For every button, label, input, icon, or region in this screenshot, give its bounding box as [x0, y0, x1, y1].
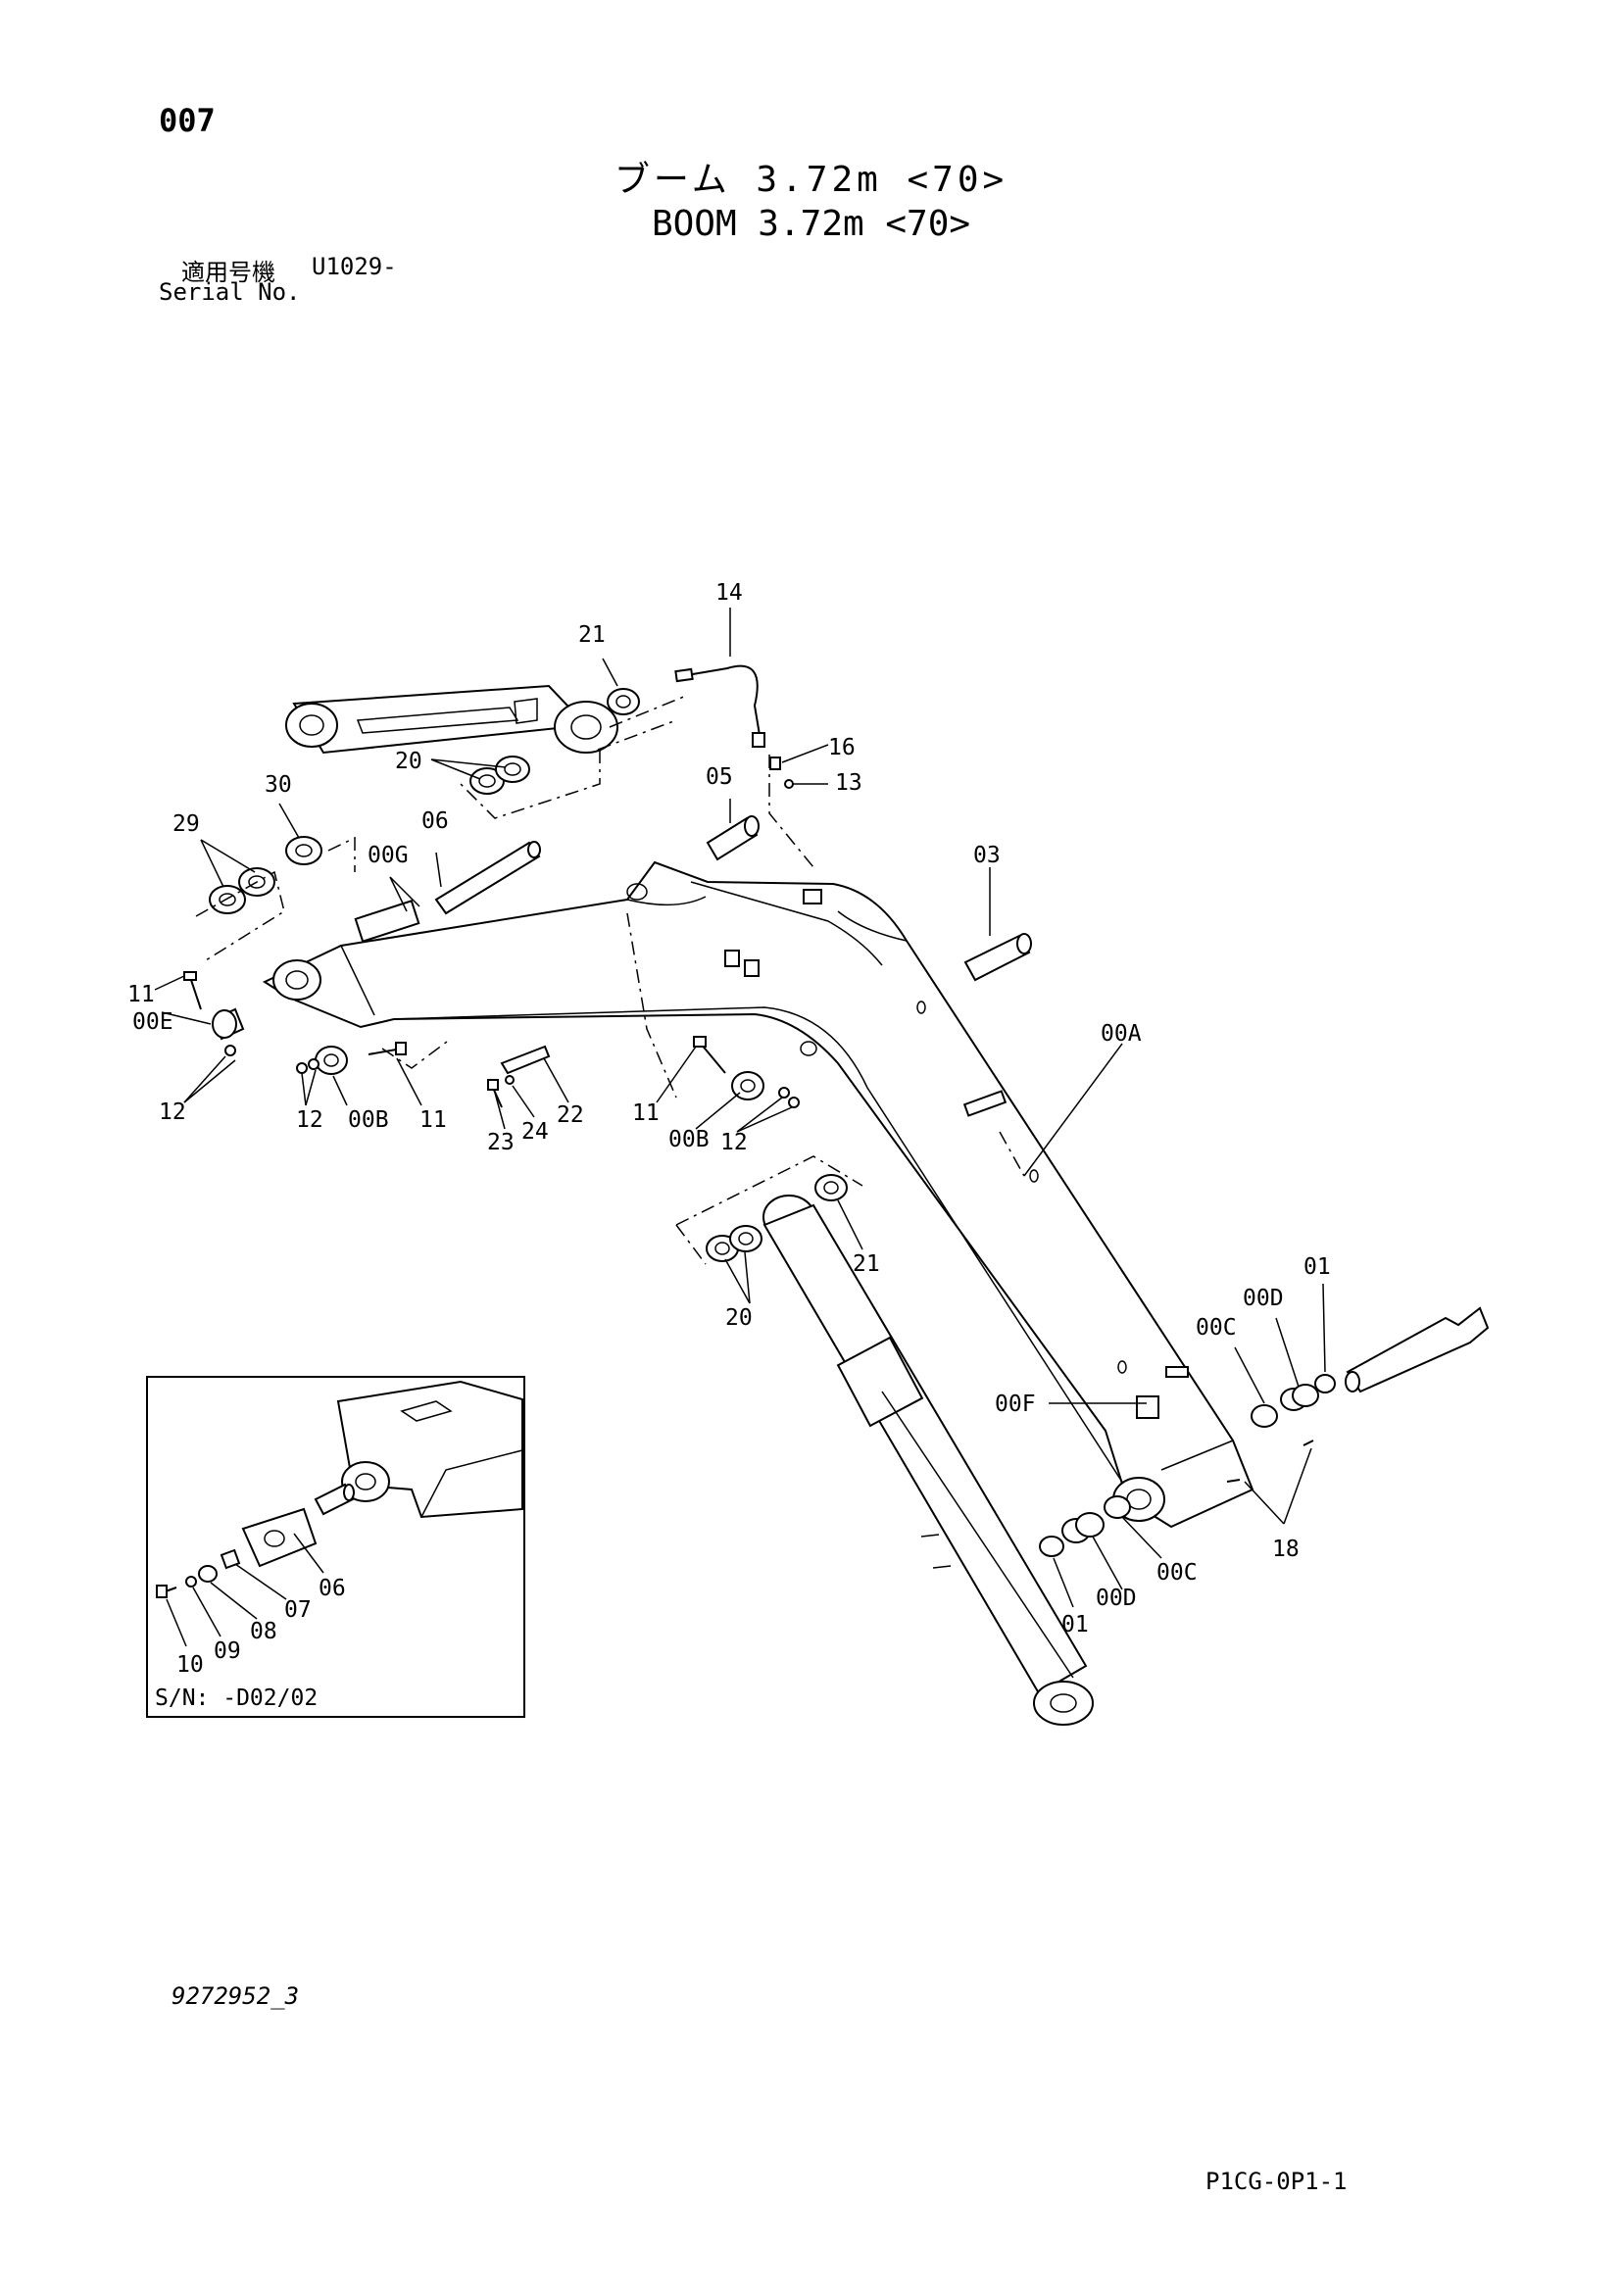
leader-lines: [154, 608, 1326, 1608]
seals-right: [1251, 1374, 1336, 1428]
inset-detail: 06 07 08 09 10 S/N: -D02/02: [146, 1376, 525, 1718]
inset-callout-09: 09: [214, 1638, 241, 1664]
page-number: 007: [159, 102, 216, 139]
callout-00D-upper: 00D: [1243, 1286, 1284, 1311]
callout-12-middle: 12: [296, 1107, 323, 1133]
washers-20-lower: [706, 1225, 762, 1262]
boom-cylinder-upper: [285, 684, 618, 755]
callout-01-upper: 01: [1303, 1254, 1331, 1280]
grease-16-13: [769, 757, 794, 789]
bolt-11-left: [183, 971, 202, 1010]
washer-21-upper: [607, 688, 640, 715]
callout-00C-lower: 00C: [1156, 1560, 1198, 1586]
bolts-18: [1226, 1440, 1314, 1483]
callout-11-middle: 11: [419, 1107, 447, 1133]
callout-29: 29: [172, 811, 200, 837]
callout-23: 23: [487, 1130, 515, 1155]
bolt-23-24: [487, 1075, 515, 1108]
callout-20: 20: [395, 749, 422, 774]
boom-main-body: [262, 860, 1254, 1529]
callout-11-left: 11: [127, 982, 155, 1007]
nuts-12: [224, 1045, 800, 1108]
callout-00D-lower: 00D: [1096, 1586, 1137, 1611]
page-title-english: BOOM 3.72m <70>: [651, 204, 971, 244]
callout-12-right: 12: [720, 1130, 748, 1155]
page-code: P1CG-0P1-1: [1205, 2168, 1348, 2195]
washers-20-upper: [469, 756, 530, 795]
callout-12-left: 12: [159, 1099, 186, 1125]
pin-05: [706, 815, 760, 861]
pin-01: [1345, 1306, 1490, 1393]
arm-cylinder-lower: [762, 1195, 1094, 1726]
washer-21-lower: [814, 1174, 848, 1201]
serial-value: U1029-: [312, 253, 397, 280]
callout-00C-upper: 00C: [1196, 1315, 1237, 1341]
serial-label-english: Serial No.: [159, 278, 301, 306]
callout-18: 18: [1272, 1537, 1300, 1562]
callout-21-lower: 21: [853, 1251, 880, 1277]
callout-11-right: 11: [632, 1100, 660, 1126]
inset-serial-label: S/N: -D02/02: [155, 1685, 318, 1711]
callout-00B-left: 00B: [348, 1107, 389, 1133]
seals-bottom: [1039, 1495, 1131, 1557]
inset-callout-08: 08: [250, 1619, 277, 1644]
bushing-00B-left: [315, 1046, 348, 1075]
bolt-11-right: [693, 1036, 726, 1074]
callout-01-lower: 01: [1061, 1612, 1089, 1637]
callout-05: 05: [706, 764, 733, 790]
inset-callout-06: 06: [319, 1576, 346, 1601]
bushing-00E: [212, 1007, 245, 1041]
callout-00G: 00G: [368, 843, 409, 868]
callout-30: 30: [265, 772, 292, 798]
callout-00E: 00E: [132, 1009, 173, 1035]
callout-24: 24: [521, 1119, 549, 1145]
inset-callout-07: 07: [284, 1597, 312, 1623]
callout-00F: 00F: [995, 1392, 1036, 1417]
callout-06: 06: [421, 808, 449, 834]
callout-14: 14: [715, 580, 743, 606]
washers-29: [209, 867, 275, 914]
callout-00A: 00A: [1101, 1021, 1142, 1047]
callout-00B-right: 00B: [668, 1127, 710, 1152]
washer-30: [285, 836, 322, 865]
callout-03: 03: [973, 843, 1001, 868]
callout-labels: 14 21 20 30 29 06 00G 16 13 05 03 11 00E…: [127, 580, 1331, 1637]
pin-06: [434, 841, 541, 915]
callout-20-lower: 20: [725, 1305, 753, 1331]
callout-21: 21: [578, 622, 606, 648]
assembly-lines: [195, 695, 1025, 1265]
bolt-11-middle: [368, 1042, 407, 1055]
pin-03: [963, 933, 1032, 982]
serial-label-japanese: 適用号機: [181, 259, 275, 286]
callout-13: 13: [835, 770, 862, 796]
callout-22: 22: [557, 1102, 584, 1128]
bracket-22: [500, 1045, 551, 1075]
page-title-japanese: ブーム 3.72m <70>: [614, 160, 1008, 200]
callout-16: 16: [828, 735, 856, 760]
inset-callout-10: 10: [176, 1652, 204, 1678]
drawing-number: 9272952_3: [172, 1982, 300, 2010]
hose-14: [680, 664, 761, 736]
